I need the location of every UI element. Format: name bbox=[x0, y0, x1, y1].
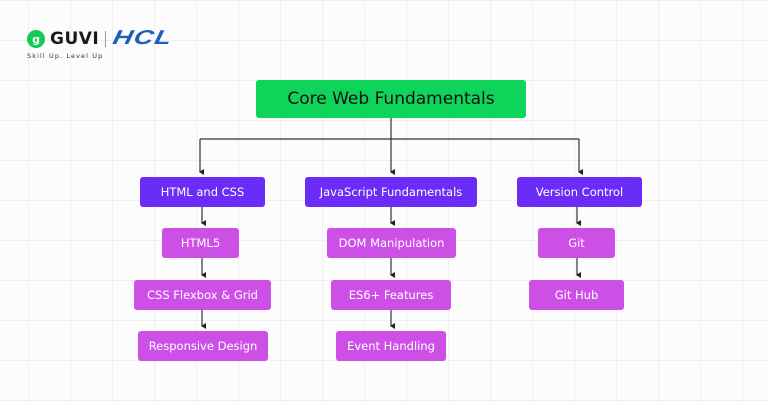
topic-node-github: Git Hub bbox=[529, 280, 624, 310]
hcl-brand-name: HCL bbox=[110, 27, 175, 49]
topic-node-html5: HTML5 bbox=[162, 228, 239, 258]
topic-node-css-flexbox-grid: CSS Flexbox & Grid bbox=[134, 280, 271, 310]
topic-node-dom-manipulation: DOM Manipulation bbox=[327, 228, 456, 258]
category-node-html-css: HTML and CSS bbox=[140, 177, 265, 207]
guvi-logo-icon: g bbox=[27, 30, 45, 48]
brand-tagline: Skill Up. Level Up bbox=[27, 52, 104, 60]
topic-node-git: Git bbox=[538, 228, 615, 258]
topic-node-event-handling: Event Handling bbox=[336, 331, 446, 361]
topic-node-es6-features: ES6+ Features bbox=[331, 280, 451, 310]
logo-divider bbox=[105, 31, 106, 47]
guvi-brand-name: GUVI bbox=[50, 29, 100, 49]
topic-node-responsive-design: Responsive Design bbox=[138, 331, 268, 361]
root-node: Core Web Fundamentals bbox=[256, 80, 526, 118]
category-node-javascript: JavaScript Fundamentals bbox=[305, 177, 477, 207]
guvi-logo-mark: g bbox=[32, 32, 40, 46]
category-node-version-control: Version Control bbox=[517, 177, 642, 207]
